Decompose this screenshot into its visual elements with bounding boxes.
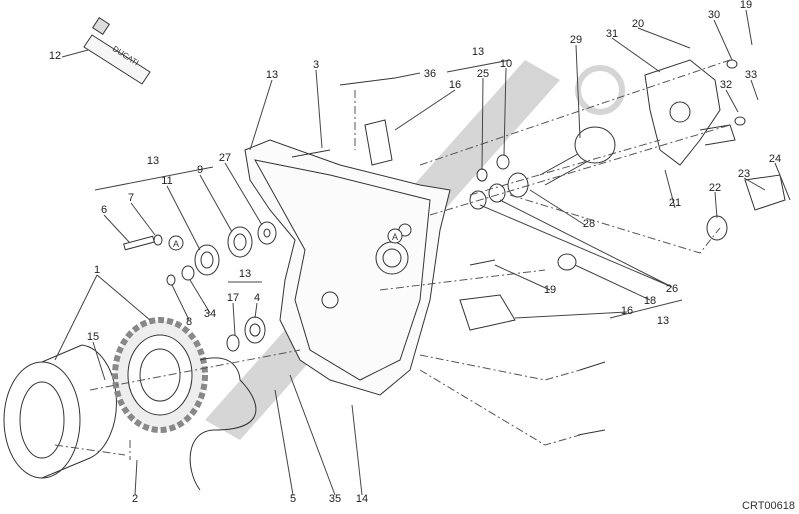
leader-lines xyxy=(54,9,791,496)
callout-1: 1 xyxy=(93,264,101,276)
callout-34: 34 xyxy=(203,308,217,320)
callout-4: 4 xyxy=(253,292,261,304)
callout-22: 22 xyxy=(708,182,722,194)
callout-21: 21 xyxy=(668,197,682,209)
callout-13: 13 xyxy=(471,46,485,58)
callout-16: 16 xyxy=(620,305,634,317)
callout-30: 30 xyxy=(707,9,721,21)
callout-36: 36 xyxy=(423,68,437,80)
callout-33: 33 xyxy=(744,69,758,81)
callout-11: 11 xyxy=(161,175,173,187)
callout-31: 31 xyxy=(605,28,619,40)
water-pump-parts xyxy=(291,59,786,436)
callout-6: 6 xyxy=(100,204,108,216)
callout-29: 29 xyxy=(569,34,583,46)
flywheel xyxy=(3,344,117,479)
generator-cover xyxy=(244,139,451,396)
reference-mark-a: A xyxy=(392,232,398,242)
callout-19: 19 xyxy=(543,284,557,296)
callout-12: 12 xyxy=(48,50,62,62)
reference-mark-a: A xyxy=(173,239,179,249)
callout-32: 32 xyxy=(719,79,733,91)
callout-15: 15 xyxy=(86,331,100,343)
callout-16: 16 xyxy=(448,79,462,91)
callout-14: 14 xyxy=(355,493,369,505)
callout-26: 26 xyxy=(665,283,679,295)
callout-3: 3 xyxy=(312,59,320,71)
callout-13: 13 xyxy=(146,155,160,167)
callout-28: 28 xyxy=(582,218,596,230)
callout-2: 2 xyxy=(131,493,139,505)
alignment-lines xyxy=(54,59,731,460)
callout-13: 13 xyxy=(265,69,279,81)
callout-27: 27 xyxy=(218,152,232,164)
callout-7: 7 xyxy=(127,192,135,204)
callout-25: 25 xyxy=(476,68,490,80)
callout-10: 10 xyxy=(499,58,513,70)
callout-9: 9 xyxy=(196,164,204,176)
callout-24: 24 xyxy=(768,153,782,165)
callout-35: 35 xyxy=(328,493,342,505)
callout-5: 5 xyxy=(289,493,297,505)
stator xyxy=(112,317,257,491)
callout-20: 20 xyxy=(631,18,645,30)
callout-13: 13 xyxy=(656,315,670,327)
callout-23: 23 xyxy=(737,168,751,180)
callout-13: 13 xyxy=(238,268,252,280)
callout-19: 19 xyxy=(739,0,753,11)
callout-17: 17 xyxy=(226,292,240,304)
callout-18: 18 xyxy=(643,295,657,307)
sealant-tube: DUCATI xyxy=(83,17,151,85)
callout-8: 8 xyxy=(185,316,193,328)
diagram-code: CRT00618 xyxy=(742,500,795,512)
